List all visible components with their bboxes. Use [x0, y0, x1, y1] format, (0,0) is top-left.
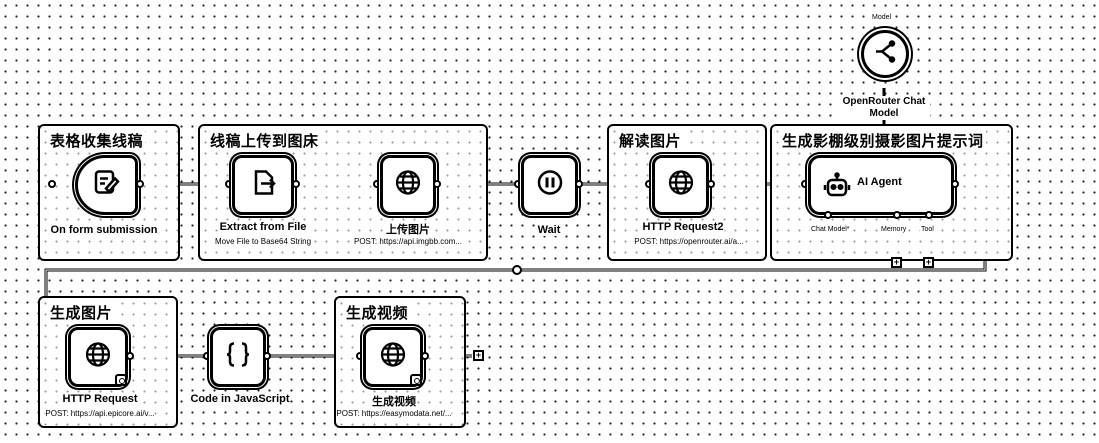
globe-icon: [83, 340, 113, 375]
node-on-form-submission[interactable]: [75, 155, 138, 215]
node-http-request[interactable]: [68, 327, 128, 387]
node-subtitle: POST: https://easymodata.net/...: [336, 409, 452, 418]
node-subtitle: POST: https://api.imgbb.com...: [353, 237, 463, 246]
node-subtitle: Move File to Base64 String: [214, 237, 312, 246]
settings-badge-icon: [410, 374, 422, 386]
node-label: 上传图片: [385, 221, 431, 237]
node-label: Code in JavaScript: [189, 393, 291, 405]
node-label: AI Agent: [857, 176, 902, 188]
output-port[interactable]: [136, 180, 144, 188]
memory-port-label: Memory: [880, 226, 908, 233]
file-export-icon: [248, 168, 278, 203]
output-port[interactable]: [126, 352, 134, 360]
add-next-node-button[interactable]: +: [473, 350, 484, 361]
node-subtitle: POST: https://openrouter.ai/a...: [634, 237, 744, 246]
add-tool-button[interactable]: +: [923, 257, 934, 268]
memory-port[interactable]: [893, 211, 901, 219]
node-label: Wait: [536, 224, 562, 236]
group-upload: 线稿上传到图床: [198, 124, 488, 261]
output-port[interactable]: [951, 180, 959, 188]
tool-port[interactable]: [925, 211, 933, 219]
group-title: 生成影棚级别摄影图片提示词: [780, 130, 986, 151]
globe-icon: [378, 340, 408, 375]
group-form: 表格收集线稿: [38, 124, 180, 261]
chat-model-port[interactable]: [824, 211, 832, 219]
settings-badge-icon: [115, 374, 127, 386]
group-title: 生成视频: [344, 302, 411, 323]
node-ai-agent[interactable]: AI Agent: [808, 155, 954, 215]
globe-icon: [393, 168, 423, 203]
openrouter-icon: [872, 39, 898, 70]
group-title: 生成图片: [48, 302, 115, 323]
node-generate-video[interactable]: [363, 327, 423, 387]
node-extract-from-file[interactable]: [232, 155, 294, 215]
group-title: 线稿上传到图床: [208, 130, 321, 151]
output-port[interactable]: [263, 352, 271, 360]
node-wait[interactable]: [521, 155, 578, 215]
node-label: On form submission: [49, 224, 159, 236]
node-http-request2[interactable]: [652, 155, 709, 215]
output-port[interactable]: [575, 180, 583, 188]
model-tag: Model: [871, 14, 893, 21]
output-port[interactable]: [433, 180, 441, 188]
group-title: 解读图片: [617, 130, 684, 151]
node-subtitle: POST: https://api.epicore.ai/v...: [45, 409, 155, 418]
robot-icon: [823, 172, 851, 205]
node-code-javascript[interactable]: [210, 327, 266, 387]
node-label: HTTP Request: [61, 393, 139, 405]
output-port[interactable]: [421, 352, 429, 360]
chat-model-port-label: Chat Model*: [810, 226, 851, 233]
node-upload-image[interactable]: [380, 155, 436, 215]
pause-icon: [535, 168, 565, 203]
globe-icon: [666, 168, 696, 203]
output-port[interactable]: [292, 180, 300, 188]
code-braces-icon: [223, 340, 253, 375]
group-title: 表格收集线稿: [48, 130, 146, 151]
node-label: Extract from File: [218, 221, 308, 233]
tool-port-label: Tool: [920, 226, 935, 233]
trigger-start-marker: [48, 180, 56, 188]
add-memory-button[interactable]: +: [891, 257, 902, 268]
node-label: OpenRouter Chat Model: [838, 96, 930, 120]
node-label: 生成视频: [371, 393, 417, 409]
form-edit-icon: [92, 168, 122, 203]
node-openrouter-chat-model[interactable]: [861, 30, 909, 78]
output-port[interactable]: [707, 180, 715, 188]
node-label: HTTP Request2: [641, 221, 725, 233]
